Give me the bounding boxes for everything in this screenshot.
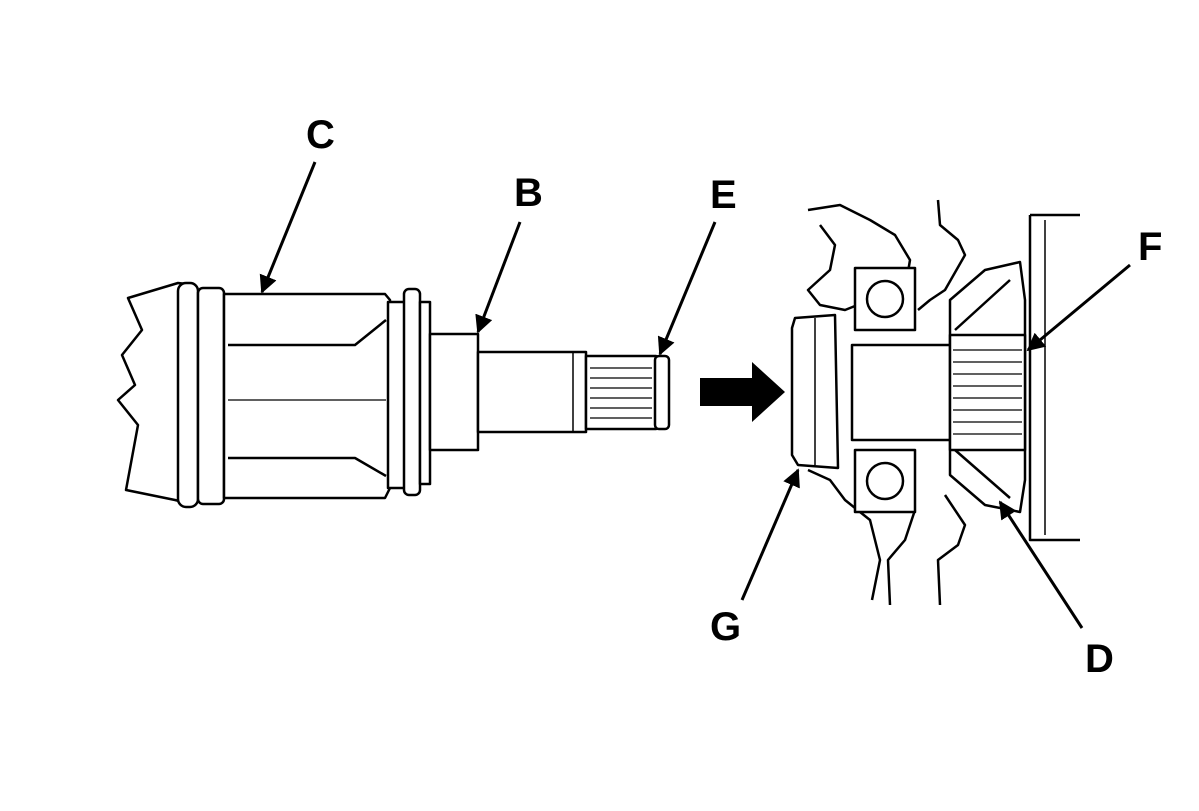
bearing-ball-top bbox=[865, 279, 905, 319]
arrow-pointer-icon bbox=[740, 468, 800, 601]
outer-race-facet-top bbox=[228, 319, 387, 347]
right-arrow-icon bbox=[700, 362, 785, 422]
stub-shaft-hub bbox=[428, 332, 480, 452]
set-ring bbox=[653, 354, 671, 431]
callout-c: C bbox=[306, 113, 335, 157]
housing-bottom-right bbox=[936, 494, 967, 606]
callout-pointers bbox=[259, 161, 1131, 629]
outer-race-body bbox=[222, 292, 392, 500]
callout-b: B bbox=[514, 171, 543, 215]
side-gear-spline-lines bbox=[953, 349, 1022, 435]
boot-ring-outer bbox=[176, 281, 200, 509]
arrow-pointer-icon bbox=[475, 221, 522, 334]
spline-lines bbox=[590, 367, 652, 419]
stub-shaft bbox=[476, 350, 588, 434]
shoulder-ring bbox=[402, 287, 422, 497]
outer-race-facet-bottom bbox=[228, 456, 387, 478]
differential-assembly bbox=[790, 199, 1080, 606]
gear-end-plate bbox=[1028, 213, 1080, 542]
callout-e: E bbox=[710, 173, 737, 217]
side-gear-face-top bbox=[954, 279, 1011, 331]
callout-g: G bbox=[710, 605, 741, 649]
callout-d: D bbox=[1085, 637, 1114, 681]
boot-ring-inner bbox=[196, 286, 226, 506]
shoulder-step bbox=[418, 300, 432, 486]
arrow-pointer-icon bbox=[1026, 263, 1131, 352]
side-gear-face-bottom bbox=[954, 449, 1011, 499]
arrow-pointer-icon bbox=[657, 221, 717, 356]
side-gear-splines bbox=[948, 333, 1027, 452]
bearing-ball-bottom bbox=[865, 461, 905, 501]
arrow-pointer-icon bbox=[998, 500, 1084, 629]
callout-f: F bbox=[1138, 225, 1162, 269]
arrow-pointer-icon bbox=[259, 161, 317, 294]
housing-top-right bbox=[917, 199, 967, 311]
side-gear-bore bbox=[850, 343, 954, 442]
cv-joint-assembly bbox=[116, 281, 671, 509]
